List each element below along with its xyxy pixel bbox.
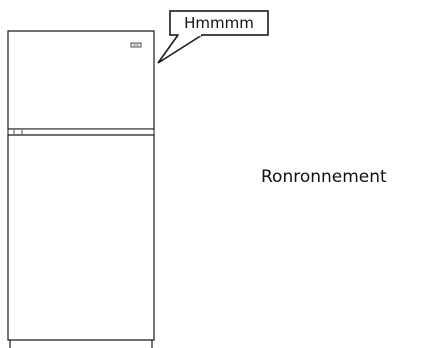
- speech-bubble-tail: [157, 34, 203, 64]
- speech-bubble-text: Hmmmm: [184, 14, 254, 32]
- caption-label: Ronronnement: [261, 167, 387, 187]
- door-divider: [7, 128, 155, 136]
- fridge-door: [7, 134, 155, 341]
- speech-bubble-box: [169, 10, 269, 36]
